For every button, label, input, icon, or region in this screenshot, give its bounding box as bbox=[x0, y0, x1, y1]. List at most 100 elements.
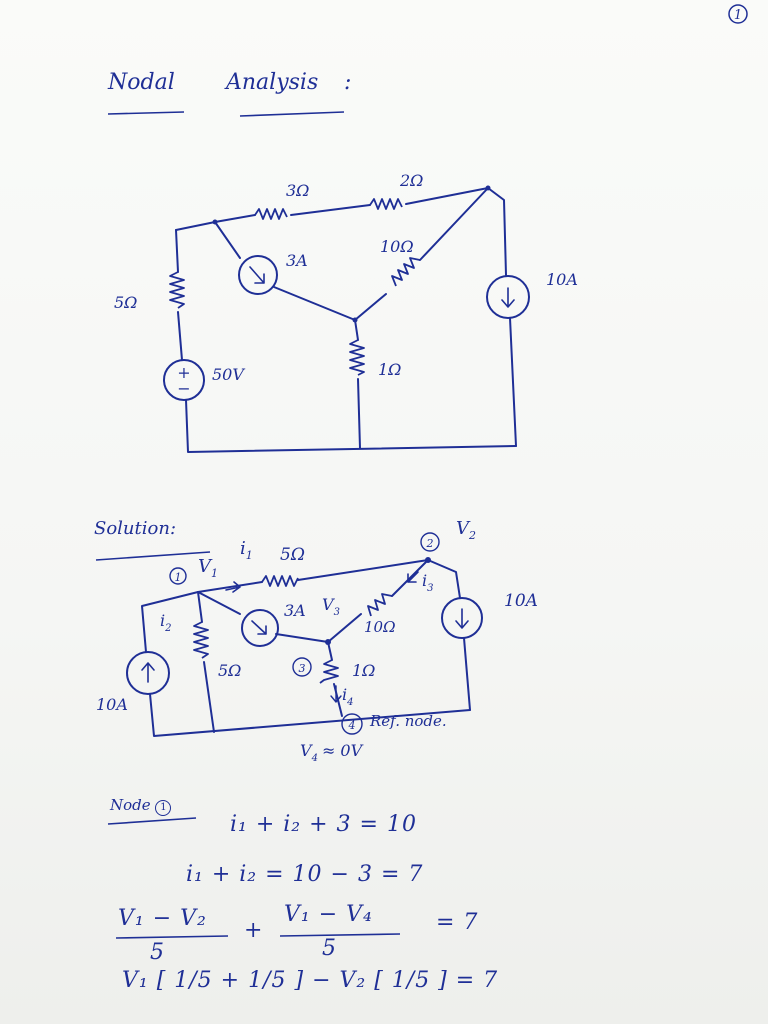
wire bbox=[354, 319, 359, 341]
current-source-10a bbox=[486, 275, 530, 319]
wire bbox=[214, 221, 241, 259]
resistor-1ohm bbox=[319, 659, 339, 684]
arrow-down-icon bbox=[501, 287, 515, 308]
resistor-5ohm-left bbox=[193, 621, 209, 659]
equation-line-1: i₁ + i₂ + 3 = 10 bbox=[230, 812, 417, 837]
wire bbox=[463, 637, 471, 711]
wire bbox=[177, 311, 183, 361]
wire bbox=[197, 591, 241, 615]
label-v4: V4≈ 0V bbox=[300, 741, 364, 764]
wire bbox=[273, 286, 356, 321]
label-5ohm-top: 5Ω bbox=[280, 545, 305, 565]
page-number: 1 bbox=[734, 8, 742, 23]
heading-word-analysis: Analysis bbox=[226, 70, 319, 95]
solution-label: Solution: bbox=[94, 518, 177, 539]
wire bbox=[203, 661, 215, 733]
label-10ohm: 10Ω bbox=[380, 237, 414, 256]
resistor-2ohm bbox=[369, 198, 403, 210]
wire bbox=[275, 633, 329, 643]
wire bbox=[405, 187, 489, 205]
wire bbox=[197, 581, 263, 593]
wire bbox=[487, 187, 507, 276]
wire bbox=[141, 591, 199, 653]
wire bbox=[357, 378, 361, 449]
heading-underline bbox=[107, 111, 345, 117]
label-3ohm: 3Ω bbox=[286, 181, 309, 200]
label-v1: V1 bbox=[198, 556, 218, 580]
resistor-1ohm bbox=[349, 339, 365, 376]
arrow-down-icon bbox=[455, 608, 469, 629]
wire bbox=[419, 187, 489, 261]
wire bbox=[391, 559, 429, 597]
label-i4: i4 bbox=[342, 685, 354, 708]
resistor-10ohm bbox=[367, 593, 393, 617]
label-5ohm: 5Ω bbox=[114, 293, 137, 312]
label-10a: 10A bbox=[546, 270, 578, 289]
wire bbox=[290, 204, 371, 216]
node-marker-2 bbox=[420, 532, 440, 552]
label-10a-left: 10A bbox=[96, 695, 128, 714]
label-i2: i2 bbox=[160, 611, 172, 634]
node-marker-4 bbox=[341, 713, 363, 735]
label-5ohm-left: 5Ω bbox=[218, 661, 241, 680]
wire bbox=[185, 399, 517, 453]
label-i1: i1 bbox=[240, 538, 253, 562]
node-number-2: 2 bbox=[426, 537, 434, 550]
label-2ohm: 2Ω bbox=[399, 171, 423, 190]
equation-line-4: V₁ [ 1/5 + 1/5 ] − V₂ [ 1/5 ] = 7 bbox=[122, 968, 499, 993]
plus-sign-icon: + bbox=[177, 363, 190, 382]
node1-underline bbox=[107, 817, 197, 825]
wire bbox=[354, 293, 387, 321]
page-number-badge: 1 bbox=[728, 4, 748, 24]
label-50v: 50V bbox=[212, 365, 245, 384]
arrow-down-left-icon bbox=[407, 571, 419, 583]
arrow-down-right-icon bbox=[251, 620, 267, 635]
wire bbox=[509, 317, 517, 447]
solution-underline bbox=[95, 551, 211, 561]
circuit-diagram-2: 1 V1 i1 5Ω 2 V2 i3 10A i2 5Ω 3A bbox=[96, 518, 538, 764]
label-i3: i3 bbox=[422, 571, 434, 594]
equation-line-2: i₁ + i₂ = 10 − 3 = 7 bbox=[186, 862, 424, 887]
resistor-3ohm bbox=[254, 208, 288, 220]
node-number-1: 1 bbox=[175, 571, 182, 584]
label-v2: V2 bbox=[456, 518, 476, 542]
wire bbox=[175, 229, 179, 273]
node1-label: Node 1 bbox=[110, 796, 172, 816]
current-source-3a bbox=[238, 255, 278, 295]
node-marker-1 bbox=[169, 567, 187, 585]
label-ref-node: Ref. node. bbox=[369, 712, 447, 730]
equation-line-3-rhs: = 7 bbox=[436, 910, 479, 935]
label-1ohm: 1Ω bbox=[352, 661, 375, 680]
arrow-down-right-icon bbox=[249, 266, 265, 284]
equation-line-3-num2: V₁ − V₄ bbox=[284, 902, 373, 927]
node-number-4: 4 bbox=[348, 719, 356, 732]
node-number-3: 3 bbox=[299, 662, 306, 675]
label-3a: 3A bbox=[284, 601, 306, 620]
node-marker-3 bbox=[292, 657, 312, 677]
arrow-up-icon bbox=[141, 662, 155, 683]
heading-colon: : bbox=[344, 70, 352, 95]
resistor-5ohm-top bbox=[261, 575, 299, 587]
equation-line-3-num1: V₁ − V₂ bbox=[118, 906, 207, 931]
arrow-right-icon bbox=[225, 581, 241, 593]
wire bbox=[149, 693, 471, 737]
voltage-source bbox=[163, 359, 205, 401]
arrow-down-icon bbox=[330, 685, 342, 703]
equation-line-3-plus: + bbox=[244, 918, 264, 943]
equation-line-3-den2: 5 bbox=[322, 936, 337, 961]
label-10a-right: 10A bbox=[504, 591, 538, 611]
current-source-right-10a bbox=[441, 597, 483, 639]
circuit-diagram-1: + − 3Ω 2Ω 10Ω 3A 10A 5Ω 1Ω 50V bbox=[114, 171, 578, 453]
wire bbox=[327, 641, 333, 661]
wire bbox=[427, 559, 461, 599]
label-3a: 3A bbox=[286, 251, 308, 270]
minus-sign-icon: − bbox=[177, 379, 190, 398]
node1-label-text: Node bbox=[110, 796, 151, 814]
heading-word-nodal: Nodal bbox=[108, 70, 175, 95]
label-10ohm: 10Ω bbox=[364, 618, 396, 636]
current-source-3a bbox=[241, 609, 279, 647]
label-v3: V3 bbox=[322, 595, 340, 618]
current-source-left-10a bbox=[126, 651, 170, 695]
node1-label-number: 1 bbox=[155, 800, 172, 816]
